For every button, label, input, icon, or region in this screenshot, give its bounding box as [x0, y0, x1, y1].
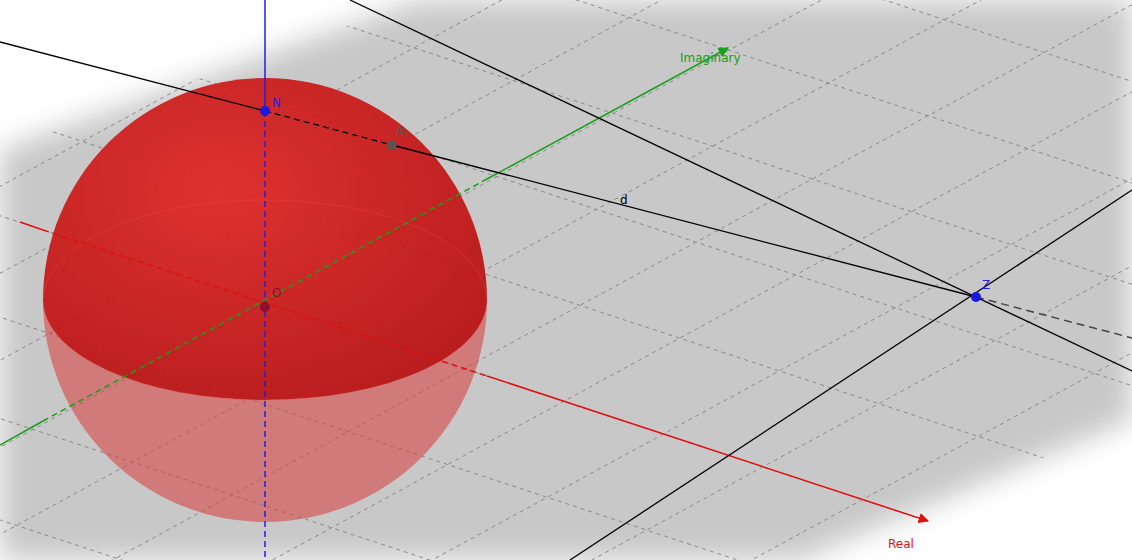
line [570, 190, 1132, 560]
vertical-axis [264, 0, 266, 111]
axis-label: Real [888, 537, 914, 551]
point-label: A [396, 124, 404, 138]
line [350, 0, 1132, 371]
point-label: Z [982, 278, 990, 292]
projection-line [976, 297, 1132, 338]
segment-label: d [620, 193, 628, 207]
point-label: N [272, 96, 281, 110]
real-axis [487, 376, 928, 521]
projection-line [0, 42, 265, 111]
point-z [971, 292, 981, 302]
imaginary-axis [487, 48, 728, 179]
point-n [260, 106, 270, 116]
projection-line [265, 111, 392, 145]
real-axis [20, 222, 43, 230]
imaginary-axis [0, 421, 43, 445]
projection-line [392, 145, 976, 297]
vertical-axis [264, 111, 266, 560]
axis-label: Imaginary [680, 51, 741, 65]
point-a [388, 141, 397, 150]
point-o [260, 302, 270, 312]
point-label: O [272, 286, 281, 300]
